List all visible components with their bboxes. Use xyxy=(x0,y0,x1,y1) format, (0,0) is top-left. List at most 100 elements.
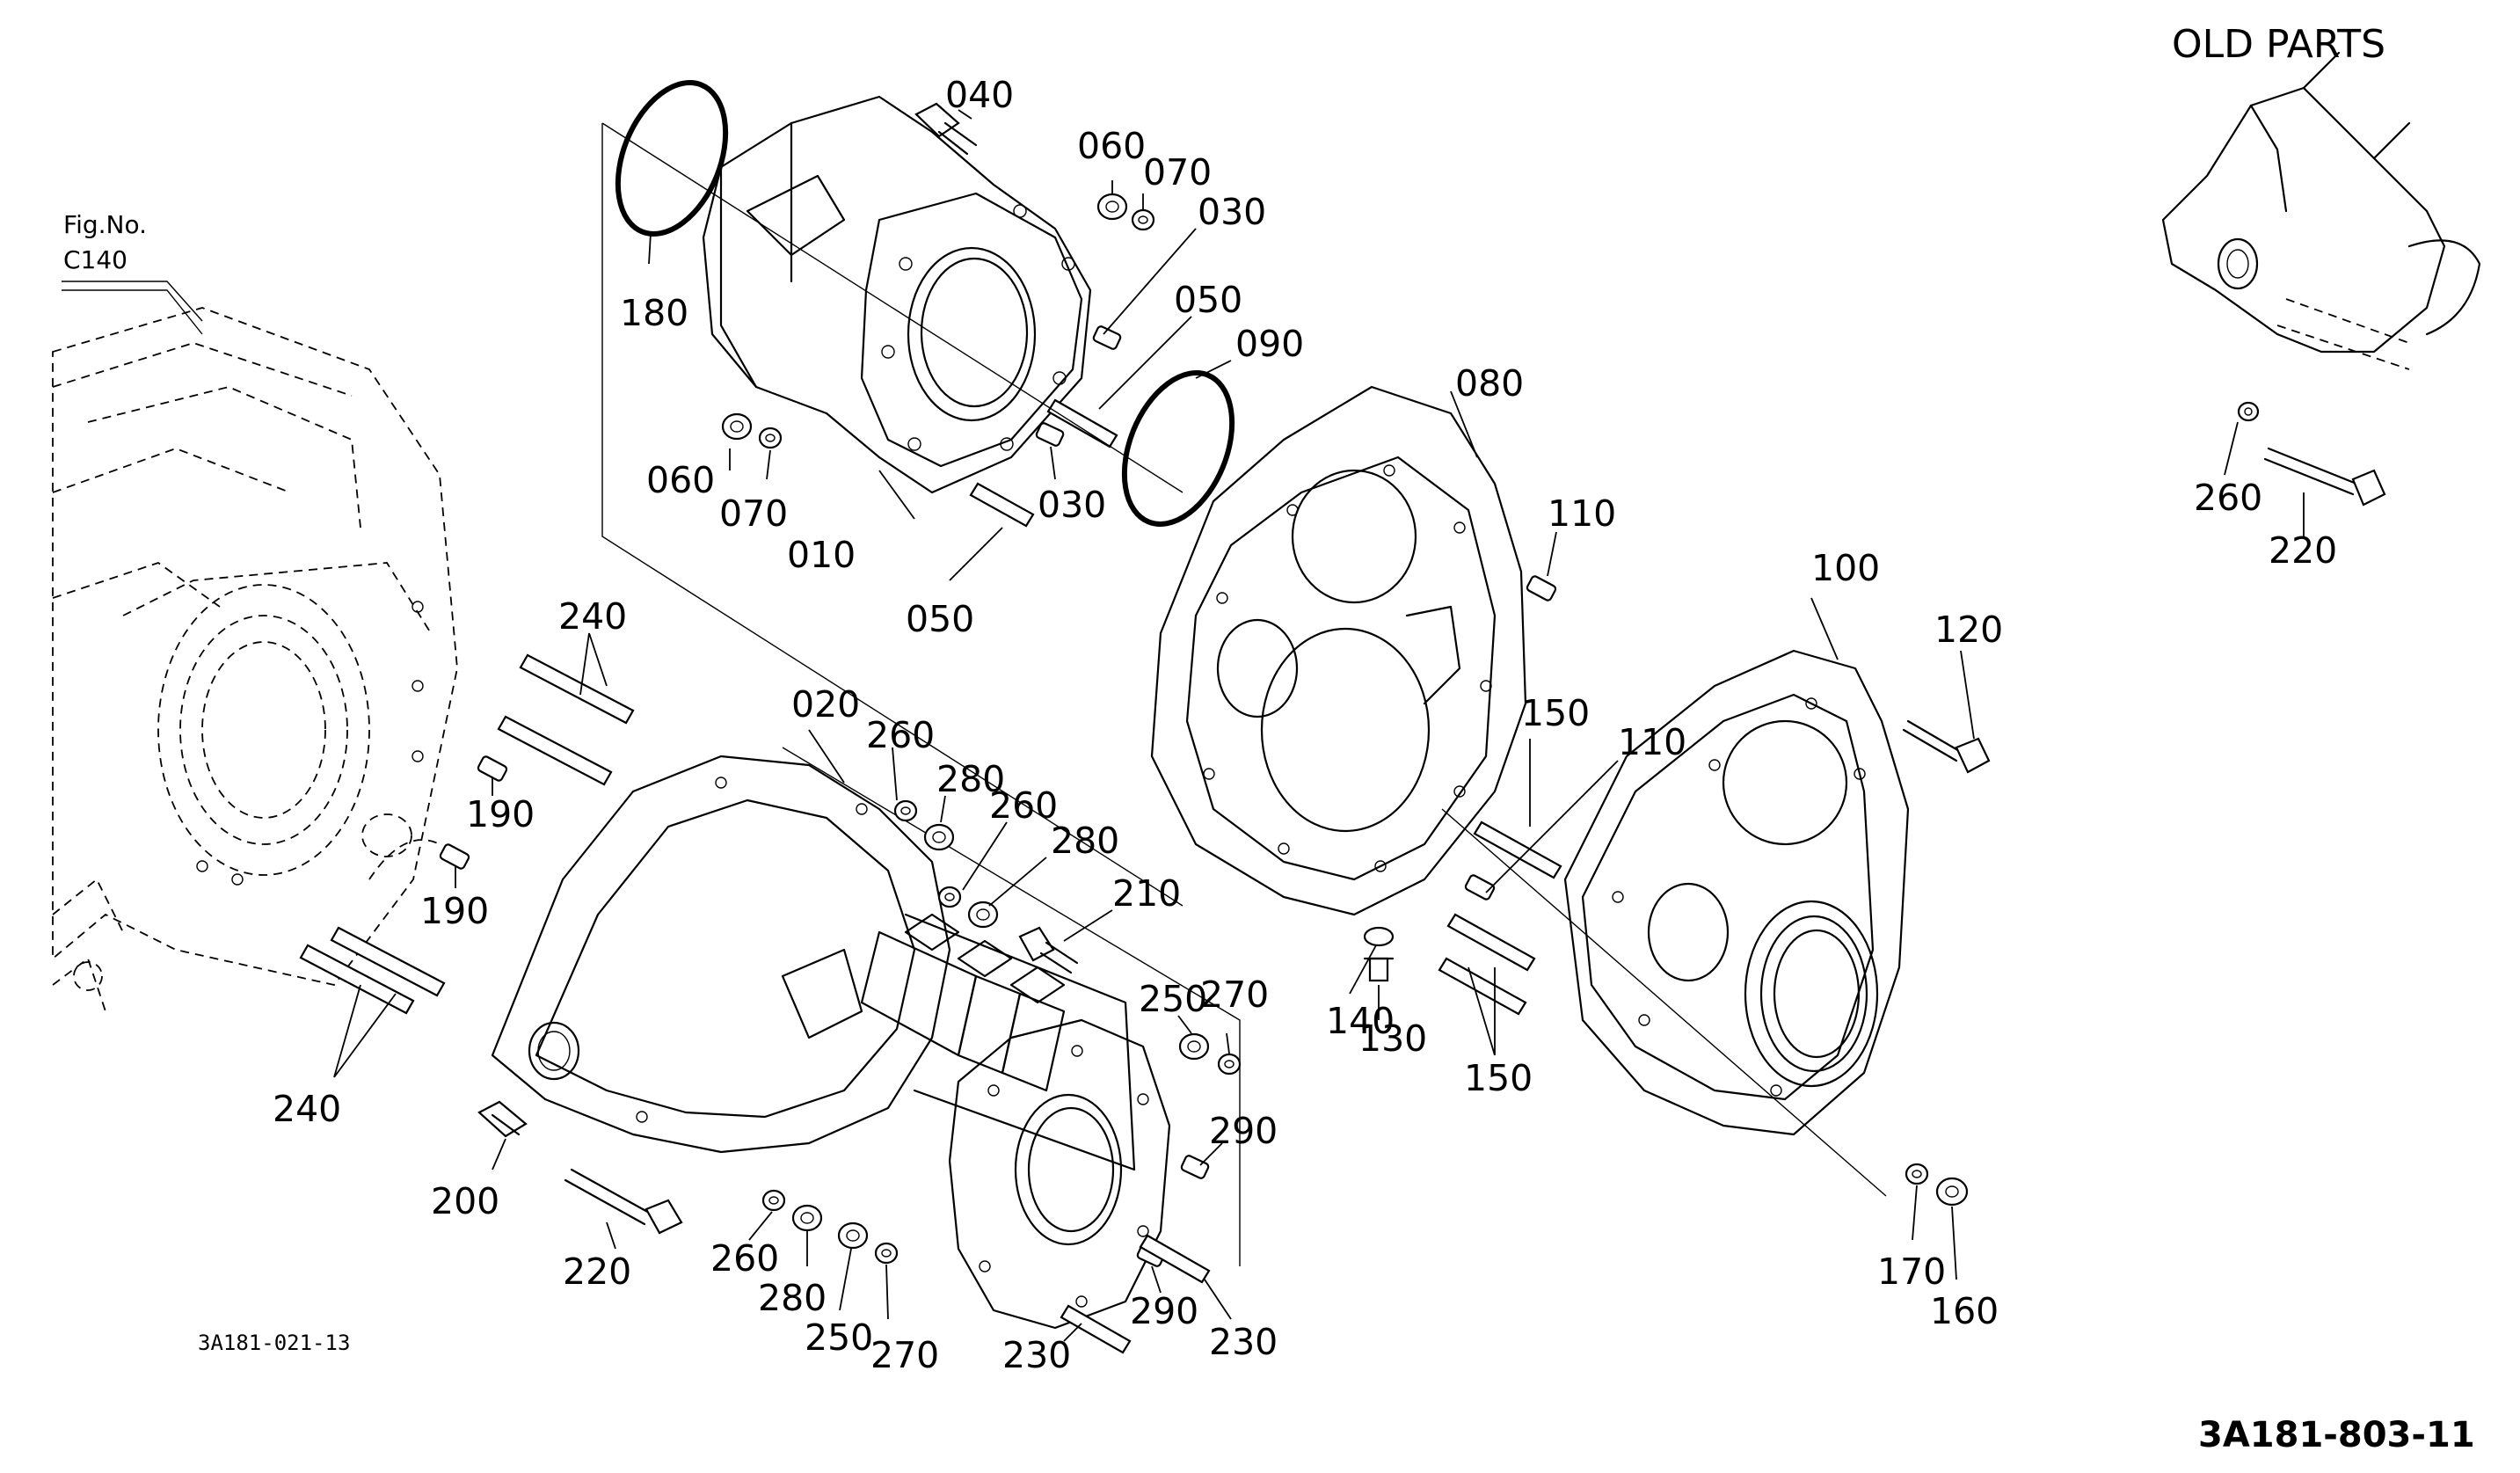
pin-110-top xyxy=(1526,575,1557,602)
stud-150-c xyxy=(1438,957,1527,1016)
callout-200: 200 xyxy=(431,1180,499,1222)
nut-250-bottom xyxy=(837,1221,869,1250)
callout-240-bottom: 240 xyxy=(273,1088,341,1130)
callout-190-b: 190 xyxy=(420,890,489,932)
pin-110-mid xyxy=(1464,874,1496,901)
callout-280-b: 280 xyxy=(1051,820,1119,862)
cover-100 xyxy=(1563,649,1910,1136)
stud-230-b xyxy=(1060,1304,1132,1354)
callout-160: 160 xyxy=(1930,1290,1999,1332)
washer-270-bottom xyxy=(874,1242,899,1265)
callout-040: 040 xyxy=(945,74,1014,116)
callout-020: 020 xyxy=(791,683,860,726)
callout-260-b: 260 xyxy=(989,784,1058,827)
callout-070-top: 070 xyxy=(1143,151,1212,193)
callout-070-left: 070 xyxy=(719,492,788,535)
callout-120: 120 xyxy=(1934,609,2003,651)
callout-100: 100 xyxy=(1811,547,1880,589)
pin-190-a xyxy=(477,755,508,782)
reference-line xyxy=(1441,808,1887,1197)
nut-060-left xyxy=(721,412,753,441)
callout-010: 010 xyxy=(787,534,856,576)
callout-150-top: 150 xyxy=(1521,692,1590,734)
callout-260-old: 260 xyxy=(2194,477,2262,519)
callout-080: 080 xyxy=(1455,362,1524,405)
callout-250-bottom: 250 xyxy=(805,1316,873,1359)
stud-240-a xyxy=(519,653,635,725)
callout-130: 130 xyxy=(1358,1017,1427,1060)
bolt-220 xyxy=(564,1168,683,1235)
callout-280-c: 280 xyxy=(758,1277,827,1319)
gear-case-080 xyxy=(1150,385,1527,916)
callout-110-mid: 110 xyxy=(1618,721,1686,763)
stud-150-a xyxy=(1473,820,1562,879)
nut-280-a xyxy=(923,823,955,851)
nut-280-c xyxy=(791,1204,823,1232)
stud-240-c xyxy=(330,926,446,997)
nut-060-top xyxy=(1096,193,1128,221)
callout-050-top: 050 xyxy=(1174,279,1242,321)
bolt-120 xyxy=(1902,719,1991,774)
callout-060-top: 060 xyxy=(1077,125,1146,167)
stud-240-d xyxy=(299,944,415,1015)
old-parts-inset xyxy=(2161,51,2481,536)
callout-170: 170 xyxy=(1877,1251,1946,1293)
callout-280-a: 280 xyxy=(936,758,1005,800)
callout-230-a: 230 xyxy=(1002,1334,1071,1376)
reference-line xyxy=(601,122,1184,493)
fig-number: C140 xyxy=(63,245,127,274)
o-ring-180 xyxy=(615,80,729,237)
callout-260-a: 260 xyxy=(866,714,935,756)
callout-050-bottom: 050 xyxy=(906,598,974,640)
pin-190-b xyxy=(439,843,470,870)
callout-030-top: 030 xyxy=(1198,191,1266,233)
callout-250-top: 250 xyxy=(1139,978,1207,1020)
callout-220-bottom: 220 xyxy=(563,1251,631,1293)
transmission-case-020 xyxy=(491,755,1171,1330)
washer-070-left xyxy=(758,427,783,449)
fig-reference xyxy=(62,281,203,322)
washer-260-b xyxy=(937,886,962,908)
washer-260-a xyxy=(893,799,918,822)
o-ring-090 xyxy=(1121,370,1235,527)
callout-030-mid: 030 xyxy=(1038,484,1106,526)
callout-190-a: 190 xyxy=(466,793,535,835)
drawing-code-right: 3A181-803-11 xyxy=(2198,1415,2475,1455)
callout-290-bottom: 290 xyxy=(1130,1290,1198,1332)
extension-housing-010 xyxy=(702,95,1092,494)
callout-leaders xyxy=(333,109,1975,1342)
pin-290-top xyxy=(1180,1155,1210,1179)
callout-230-b: 230 xyxy=(1209,1321,1278,1363)
washer-260-c xyxy=(761,1189,786,1212)
callout-270-bottom: 270 xyxy=(870,1334,939,1376)
stud-230-a xyxy=(1139,1234,1211,1284)
drawing-code-left: 3A181-021-13 xyxy=(198,1331,350,1355)
pin-030-mid xyxy=(1035,422,1065,447)
callout-240-top: 240 xyxy=(558,595,627,638)
callout-060-left: 060 xyxy=(646,459,715,501)
callout-220-old: 220 xyxy=(2269,529,2337,572)
bolt-040 xyxy=(914,102,978,156)
callout-140: 140 xyxy=(1326,1000,1395,1042)
callout-290-top: 290 xyxy=(1209,1110,1278,1152)
washer-270-top xyxy=(1217,1053,1242,1076)
nut-250-top xyxy=(1178,1032,1210,1061)
transmission-case-reference xyxy=(52,289,458,1012)
plug-130 xyxy=(1363,926,1395,982)
washer-070-top xyxy=(1131,208,1155,231)
callout-270-top: 270 xyxy=(1200,973,1269,1016)
callout-180: 180 xyxy=(620,292,688,334)
callout-150-bottom: 150 xyxy=(1464,1057,1533,1099)
pin-030-top xyxy=(1092,325,1122,350)
stud-150-b xyxy=(1446,913,1536,972)
nut-160 xyxy=(1935,1177,1969,1207)
old-parts-title: OLD PARTS xyxy=(2172,22,2385,67)
bolt-200 xyxy=(477,1100,528,1138)
callout-090: 090 xyxy=(1235,323,1304,365)
stud-050-bottom xyxy=(969,482,1035,528)
fig-label: Fig.No. xyxy=(63,210,147,239)
nut-280-b xyxy=(967,901,999,929)
callout-210: 210 xyxy=(1112,872,1181,915)
